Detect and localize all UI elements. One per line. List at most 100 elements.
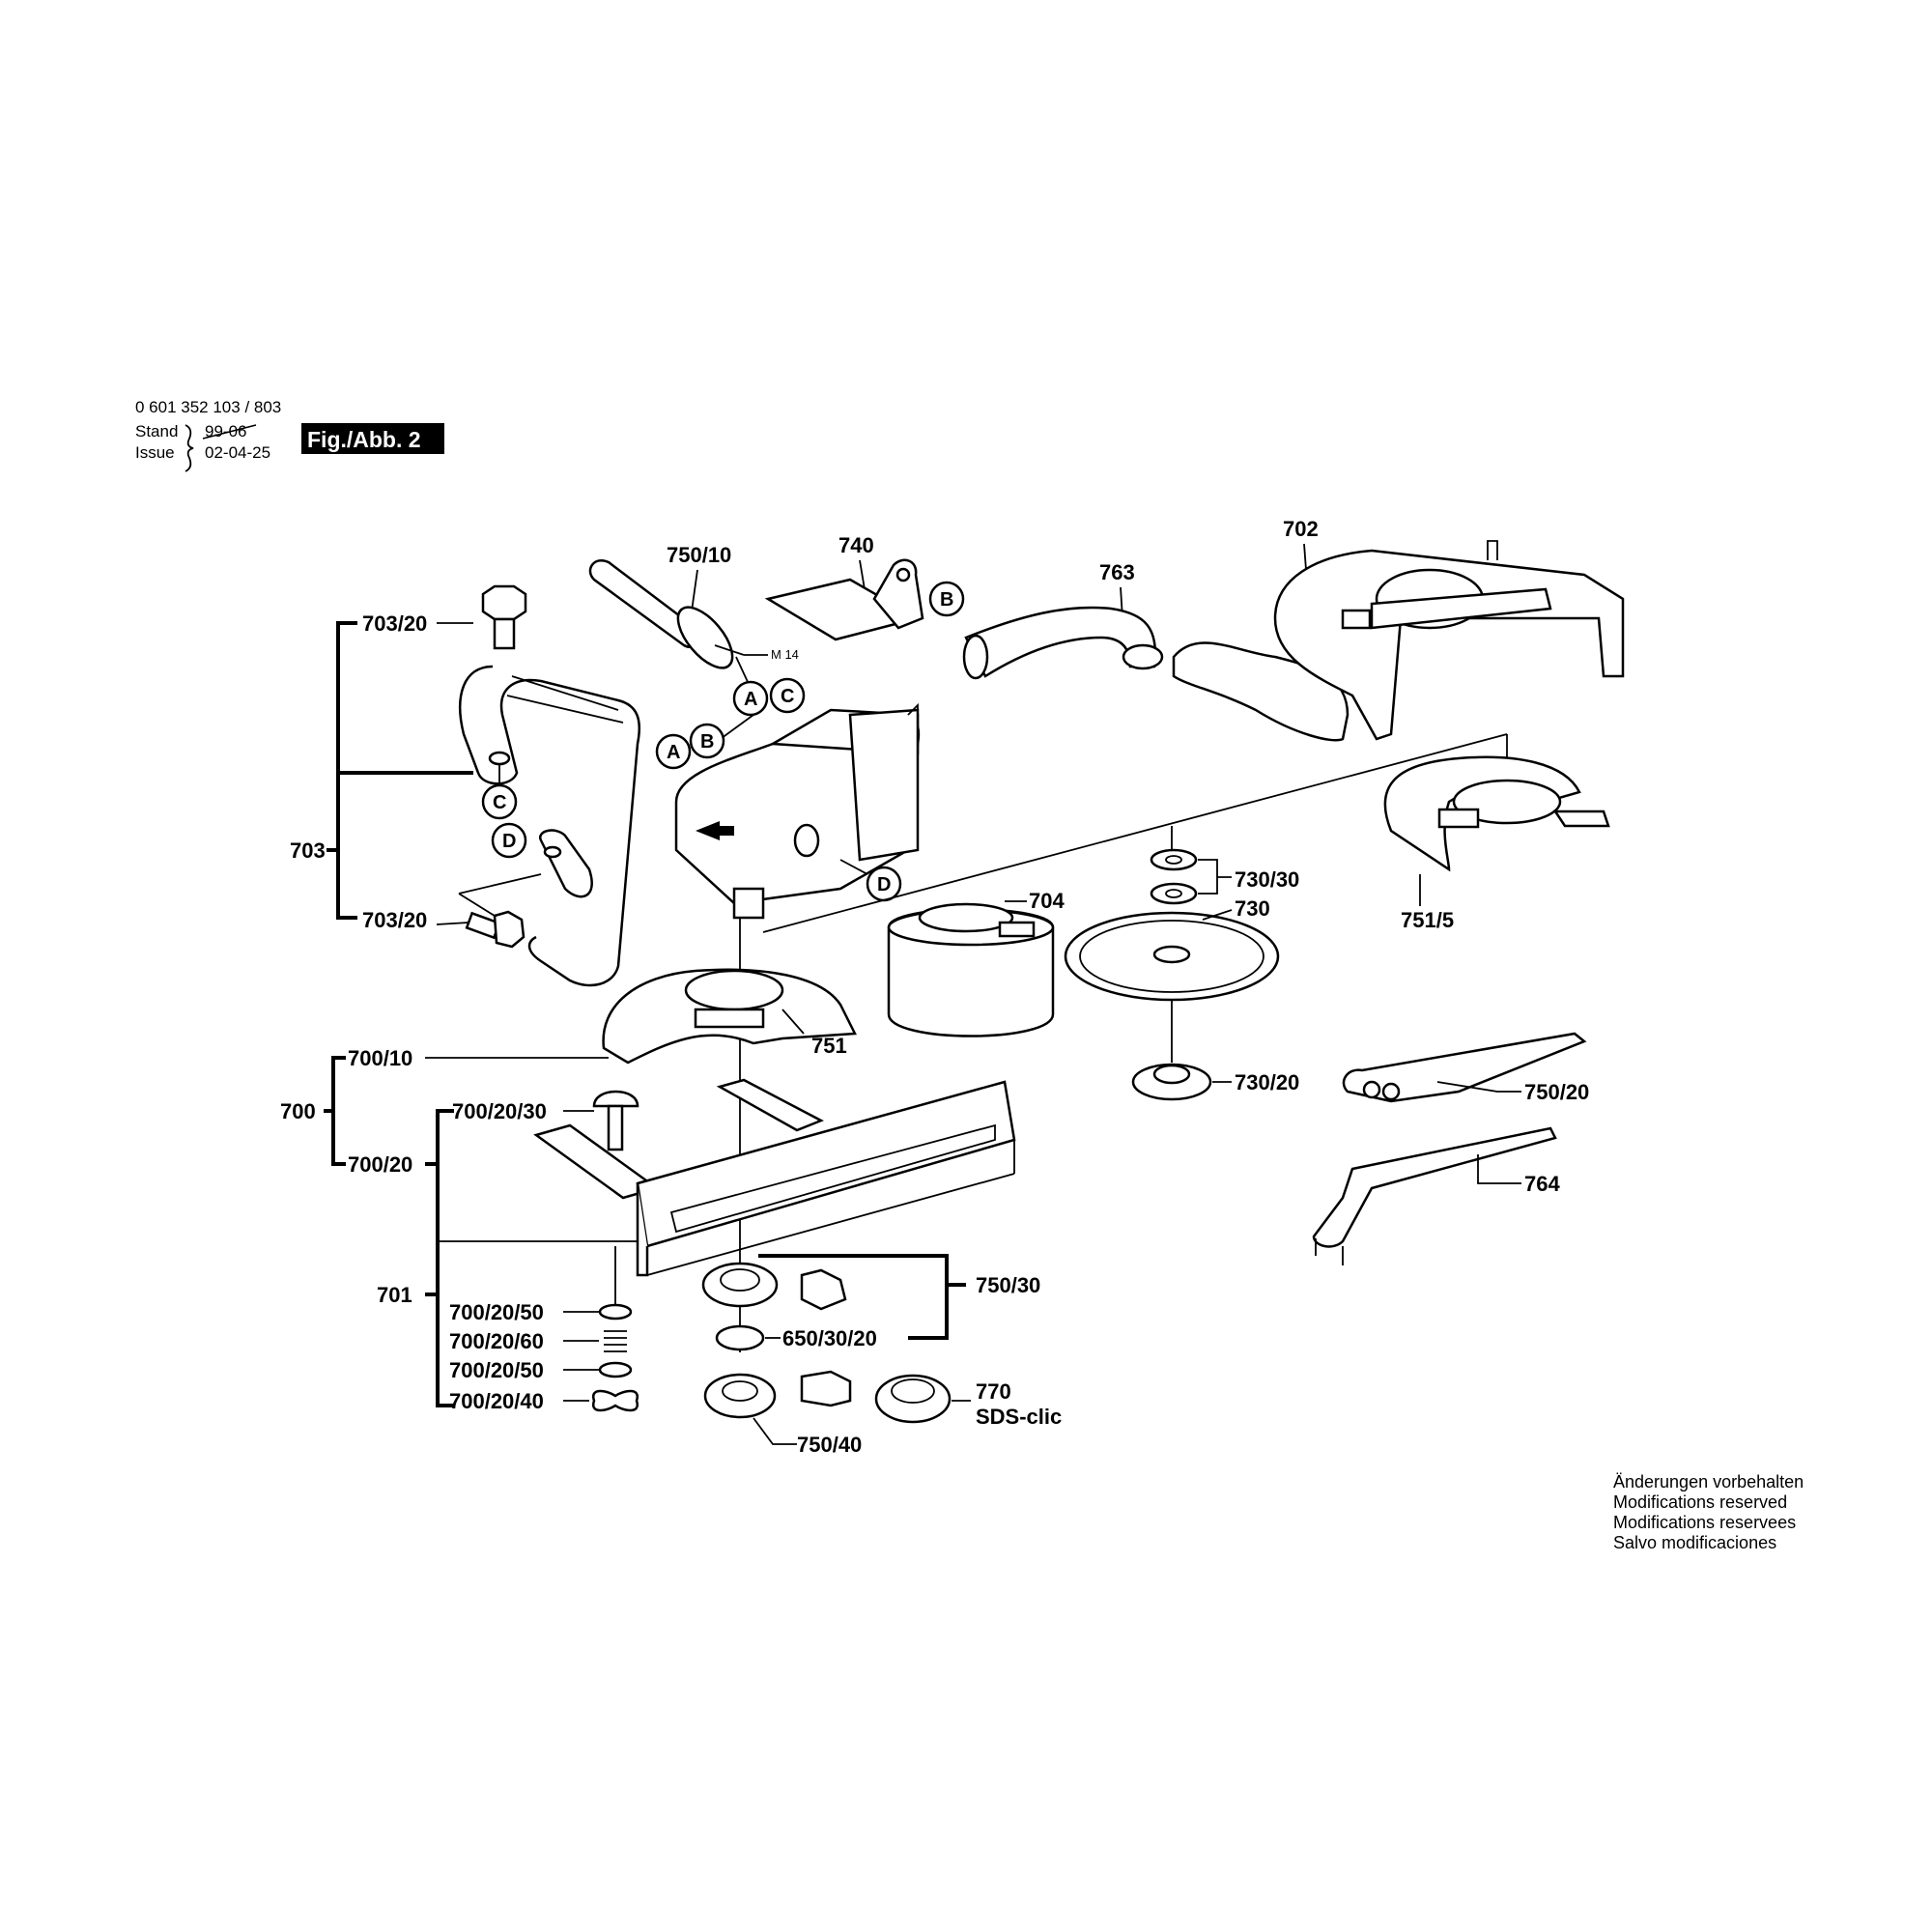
leader-702 xyxy=(1303,543,1307,571)
label-700-20-40: 700/20/40 xyxy=(449,1389,544,1413)
bracket-750-30 xyxy=(758,1254,949,1340)
label-700-20: 700/20 xyxy=(348,1152,412,1177)
guard-clamp-icon xyxy=(1341,609,1372,630)
spanner-pin-b xyxy=(1381,1082,1401,1101)
marker-a-body-text: A xyxy=(667,742,680,763)
leader-751 xyxy=(781,1009,805,1035)
header-block: 0 601 352 103 / 803 Stand Issue 99-06 02… xyxy=(135,398,444,472)
aux-handle-thread xyxy=(714,644,745,656)
axis-line xyxy=(762,733,1508,933)
marker-a-body xyxy=(655,733,692,770)
guard-751-5-ring xyxy=(1452,779,1562,825)
figure-badge xyxy=(301,423,444,454)
bolt-bottom-icon xyxy=(493,910,526,949)
stand-label: Stand xyxy=(135,422,178,440)
marker-b-body xyxy=(689,723,725,759)
bracket-740: 740 B xyxy=(764,533,965,641)
cup-704-ring xyxy=(918,902,1014,933)
washer-hole-b xyxy=(1165,889,1182,898)
label-764: 764 xyxy=(1524,1172,1560,1196)
label-700-20-50b: 700/20/50 xyxy=(449,1358,544,1382)
label-763: 763 xyxy=(1099,560,1135,584)
label-750-30: 750/30 xyxy=(976,1273,1040,1297)
leader-bolt-b xyxy=(458,893,496,917)
marker-a-aux-text: A xyxy=(744,689,757,710)
marker-d-handle xyxy=(491,822,527,859)
bracket-703 xyxy=(336,621,357,920)
issue-value: 02-04-25 xyxy=(205,443,270,462)
stand-value: 99-06 xyxy=(205,422,246,440)
ring-650-30-20-icon xyxy=(715,1324,765,1351)
carriage-bolt-shank xyxy=(607,1104,624,1151)
washer-hole-a xyxy=(1165,855,1182,865)
marker-d-body-text: D xyxy=(877,874,891,895)
guide-700-group: 700 700/10 700/20 701 700/20/30 700/20/5… xyxy=(280,1046,1016,1413)
leader-703-20-bot xyxy=(436,922,469,925)
pad-730-inner xyxy=(1079,920,1264,993)
washer-700-20-50a-icon xyxy=(598,1303,633,1321)
flange-750-40-hub xyxy=(722,1380,758,1402)
hose-763-icon xyxy=(964,606,1157,678)
wing-nut-icon xyxy=(591,1389,639,1412)
guard-702: 702 xyxy=(1172,517,1625,742)
label-700-20-30: 700/20/30 xyxy=(452,1099,547,1123)
guard-bar-icon xyxy=(1370,587,1552,630)
label-702: 702 xyxy=(1283,517,1319,541)
grinder-motor-edge xyxy=(907,702,919,850)
label-703: 703 xyxy=(290,838,326,863)
grinder-switch-icon xyxy=(793,823,820,858)
guard-751-5-lever xyxy=(1552,810,1610,828)
label-750-40: 750/40 xyxy=(797,1433,862,1457)
bolt-top-icon xyxy=(481,584,527,621)
spindle-collar xyxy=(732,887,765,920)
leader-bolt-a xyxy=(458,873,542,895)
nut-770-icon xyxy=(874,1374,952,1424)
leader-d-body xyxy=(839,859,868,875)
pad-730-hub xyxy=(1152,945,1191,964)
strike-line xyxy=(202,424,257,440)
brace-icon xyxy=(185,424,194,472)
hose-end-2-icon xyxy=(1122,643,1164,670)
label-730: 730 xyxy=(1235,896,1270,921)
nut-770-top xyxy=(891,1378,935,1404)
flange-750-30-detail-icon xyxy=(800,1268,847,1311)
marker-b-body-text: B xyxy=(700,731,714,753)
part-number: 0 601 352 103 / 803 xyxy=(135,398,281,416)
issue-label: Issue xyxy=(135,443,175,462)
leader-750-40 xyxy=(753,1417,797,1445)
bracket-700 xyxy=(331,1056,346,1166)
label-700-10: 700/10 xyxy=(348,1046,412,1070)
guide-rail-icon xyxy=(636,1080,1016,1248)
handle-hole xyxy=(488,751,511,766)
guard-751: 751 xyxy=(602,968,857,1065)
washer-700-20-50b-icon xyxy=(598,1361,633,1378)
grinder-body: A B D xyxy=(655,702,1508,1352)
carriage-bolt-icon xyxy=(592,1090,639,1108)
arrow-icon xyxy=(696,821,734,840)
leader-a-aux xyxy=(735,656,750,685)
label-700-20-60: 700/20/60 xyxy=(449,1329,544,1353)
label-750-20: 750/20 xyxy=(1524,1080,1589,1104)
guard-751-5-clamp xyxy=(1437,808,1480,829)
bolt-top-shank xyxy=(493,617,516,650)
marker-d-text: D xyxy=(502,831,516,852)
note-de: Änderungen vorbehalten xyxy=(1613,1472,1804,1492)
bow-handle-icon xyxy=(459,665,641,987)
nut-730-20-top xyxy=(1152,1064,1191,1085)
leader-764 xyxy=(1477,1154,1521,1184)
handle-grip-lines xyxy=(506,675,624,724)
label-m14: M 14 xyxy=(771,647,799,662)
label-730-30: 730/30 xyxy=(1235,867,1299,892)
cup-704: 704 xyxy=(887,889,1065,1037)
aux-handle-750-10: 750/10 M 14 A C xyxy=(588,543,806,717)
marker-c-text: C xyxy=(493,792,506,813)
spring-icon xyxy=(604,1330,627,1352)
flange-750-30-icon xyxy=(701,1262,779,1308)
spanner-764-icon xyxy=(1312,1126,1557,1248)
handle-703-group: 703/20 703 703/20 C D xyxy=(290,584,641,987)
label-703-20-top: 703/20 xyxy=(362,611,427,636)
hose-end-icon xyxy=(962,634,989,680)
label-701: 701 xyxy=(377,1283,412,1307)
flange-750-40-icon xyxy=(703,1373,777,1419)
